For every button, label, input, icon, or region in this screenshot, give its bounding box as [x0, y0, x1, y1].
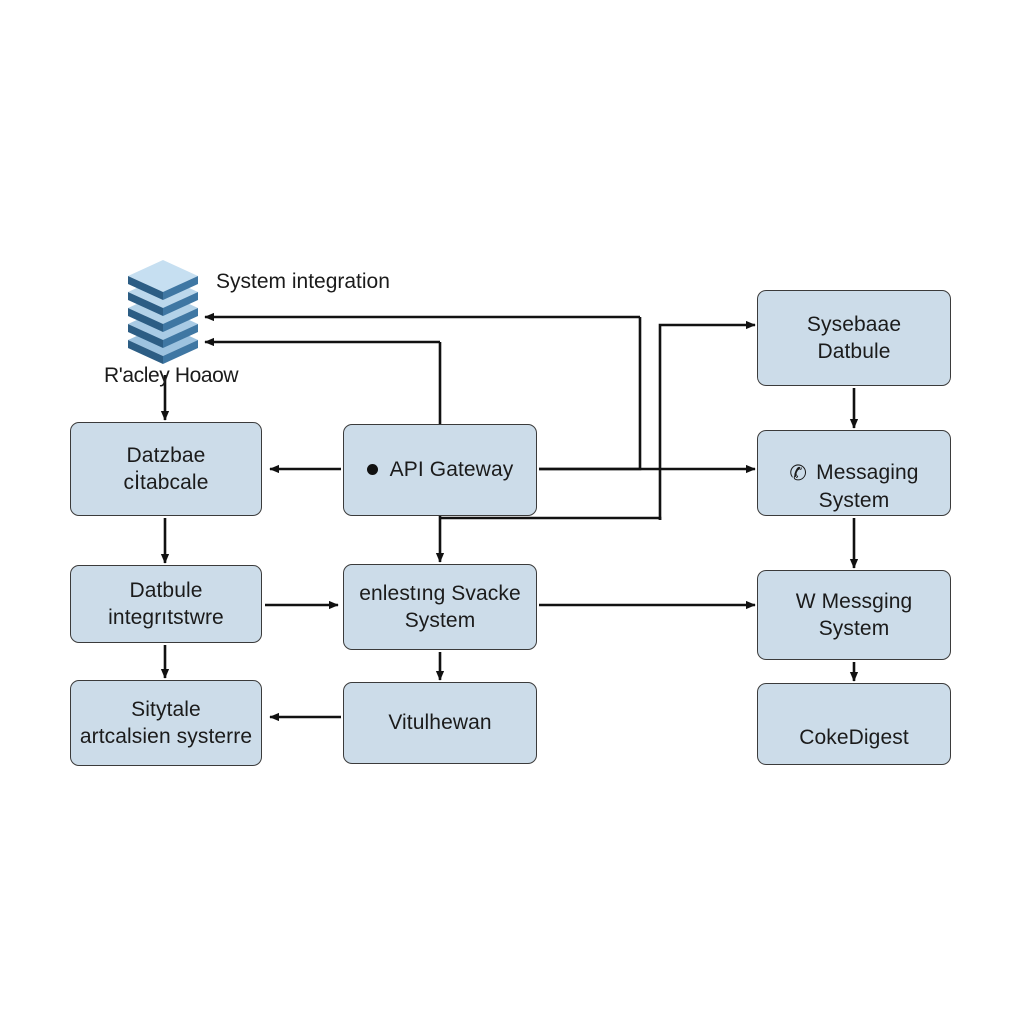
diagram-title-caption: System integration — [216, 270, 390, 293]
node-database-catabcale[interactable]: Datzbae cİtabcale — [70, 422, 262, 516]
node-datbule-integritsture[interactable]: Datbule integrıtstwre — [70, 565, 262, 643]
node-sitytale-systerre[interactable]: Sitytale artcalsien systerre — [70, 680, 262, 766]
riser-api-bottom-feed — [440, 516, 662, 520]
node-label: Sysebaae Datbule — [806, 312, 902, 363]
node-enlesting-svacke[interactable]: enlestıng Svacke System — [343, 564, 537, 650]
node-w-messging-system[interactable]: W Messging System — [757, 570, 951, 660]
server-stack-icon — [128, 260, 198, 364]
node-label: Datzbae cİtabcale — [123, 443, 209, 494]
node-vitulhewan[interactable]: Vitulhewan — [343, 682, 537, 764]
node-label: CokeDigest — [799, 726, 909, 749]
node-label: Vitulhewan — [388, 711, 492, 735]
bullet-dot-icon — [366, 464, 378, 476]
node-label: W Messging System — [795, 589, 913, 640]
node-label: ✆Messaging System — [789, 461, 919, 512]
node-label: API Gateway — [389, 458, 514, 482]
node-label: enlestıng Svacke System — [359, 581, 521, 632]
node-label: Sitytale artcalsien systerre — [79, 697, 253, 748]
riser-api-right-upper — [539, 317, 642, 471]
node-sysebaae-datbule[interactable]: Sysebaae Datbule — [757, 290, 951, 386]
node-api-gateway[interactable]: API Gateway — [343, 424, 537, 516]
node-label: Datbule integrıtstwre — [108, 578, 224, 629]
messaging-glyph-icon: ✆ — [789, 462, 808, 486]
node-coke-digest[interactable]: CokeDigest — [757, 683, 951, 765]
edge-api-to-sysebaae — [658, 320, 756, 520]
node-messaging-system[interactable]: ✆Messaging System — [757, 430, 951, 516]
secondary-caption: R'acley Hoaow — [104, 364, 239, 387]
